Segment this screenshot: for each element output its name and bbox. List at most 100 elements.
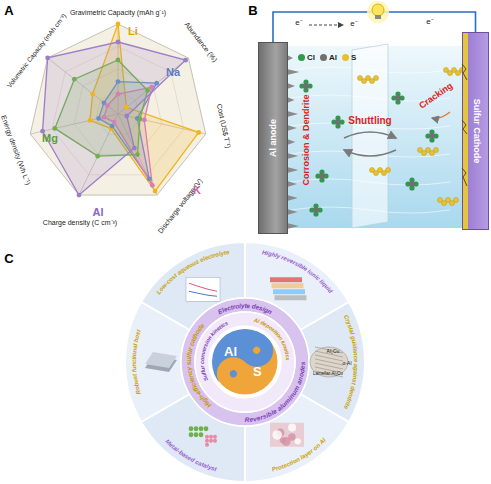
yin-dot	[252, 345, 262, 355]
element-symbol: S	[253, 365, 262, 378]
element-symbol: Al	[224, 345, 237, 358]
radar-point	[154, 81, 159, 86]
catalyst-particle	[204, 426, 209, 431]
crack-line	[462, 168, 467, 186]
phase-label: Lamellar Al₂Cu	[313, 372, 343, 377]
axis-label: Energy density (Wh L⁻¹)	[0, 114, 32, 186]
cathode-block: Sulfur Cathode	[462, 32, 489, 230]
radar-background	[30, 24, 205, 195]
phase-label: Al₂Cu	[327, 349, 340, 354]
radar-point	[40, 129, 45, 134]
aluminum-atom	[395, 95, 401, 101]
radar-point	[116, 22, 121, 27]
sulfur-atom	[373, 75, 378, 80]
dendrite	[287, 111, 298, 117]
axis-label: Discharge voltage (V)	[157, 177, 204, 234]
radar-chart	[30, 22, 205, 198]
purple-ring	[181, 298, 309, 426]
curved-text: Metal-based catalyst	[164, 438, 218, 472]
inset-images	[145, 277, 348, 446]
series-label: Na	[166, 67, 180, 78]
catalyst-particle	[194, 426, 199, 431]
anode-block: Al anode	[258, 42, 288, 234]
bulb-base	[375, 15, 381, 19]
bulb-glass	[372, 4, 384, 16]
radar-point	[142, 118, 147, 123]
radar-point	[145, 88, 150, 93]
legend-entry: Cl	[298, 54, 315, 62]
failure-label: Shuttling	[348, 116, 391, 126]
radar-point	[116, 79, 121, 84]
sector-label: Low-cost aqueous electrolyte	[155, 249, 230, 295]
bulb-glow	[367, 1, 389, 23]
radar-point	[116, 58, 121, 63]
sector-label: Highly reversible ionic liquid	[262, 249, 334, 294]
failure-label: Cracking	[418, 81, 455, 110]
panel-letter: B	[248, 4, 257, 17]
legend-entry: S	[342, 54, 356, 62]
catalyst-particle	[213, 439, 217, 443]
axis-label: Abundance (%)	[183, 21, 218, 63]
dendrite	[287, 195, 298, 201]
wheel-text-group: Electrolyte designAl deposition kinetics…	[131, 249, 359, 473]
radar-point	[90, 91, 95, 96]
catalyst-particle	[205, 439, 209, 443]
phase-label: α-Al	[342, 361, 351, 366]
photo-blob	[280, 437, 286, 443]
overlay-group	[309, 1, 467, 186]
battery-cell	[286, 44, 465, 229]
electron-label: e⁻	[426, 18, 433, 26]
curved-text: Protection layer on Al	[271, 437, 327, 473]
sector-label: Metal-based catalyst	[164, 438, 218, 472]
electron-label: e⁻	[350, 20, 357, 28]
curved-text: Robust functional host	[131, 328, 142, 395]
aluminum-atom	[429, 133, 435, 139]
legend-text: Al	[329, 53, 337, 62]
node-label: Al anode	[269, 119, 278, 157]
catalyst-particle	[213, 435, 217, 439]
series-label: K	[193, 185, 201, 196]
radar-point	[116, 40, 121, 45]
crack-line	[462, 120, 467, 134]
failure-label: Corrosion & Dendrite	[302, 94, 311, 185]
catalyst-particle	[189, 426, 194, 431]
curved-text: High-efficiency sulfur cathode	[184, 321, 212, 409]
dendrite	[287, 153, 298, 159]
radar-point	[96, 116, 101, 121]
radar-point	[95, 154, 100, 159]
radar-point	[153, 189, 158, 194]
radar-series	[43, 42, 186, 195]
inset-layer	[275, 295, 307, 300]
legend-swatch	[342, 54, 349, 61]
catalyst-particle	[205, 435, 209, 439]
aluminum-atom	[335, 119, 341, 125]
radar-point	[45, 55, 50, 60]
series-label: Mg	[42, 133, 58, 144]
external-wire	[273, 12, 476, 42]
radar-point	[132, 146, 137, 151]
radar-point	[183, 58, 188, 63]
radar-point	[124, 114, 129, 119]
dendrite	[287, 83, 295, 89]
inset-layer	[273, 289, 305, 294]
photo-blob	[288, 424, 296, 432]
series-label: Li	[128, 26, 138, 37]
radar-point	[88, 118, 93, 123]
sector-label: Crystal guidance against dendrite	[343, 314, 359, 411]
aluminum-half	[211, 328, 279, 396]
dendrite	[287, 181, 297, 187]
dendrite	[287, 223, 299, 229]
curved-text: Highly reversible ionic liquid	[262, 249, 334, 294]
sulfur-atom	[433, 147, 438, 152]
axis-label: Cost (US$ T⁻¹)	[216, 103, 232, 149]
axis-label: Gravimetric Capacity (mAh g⁻¹)	[70, 9, 166, 16]
yin-yang-group	[211, 328, 279, 396]
sector-label: Robust functional host	[131, 328, 142, 395]
photo-blob	[288, 433, 295, 440]
legend-swatch	[298, 54, 305, 61]
inset-layer	[270, 277, 302, 282]
radar-point	[138, 117, 143, 122]
crack-line	[462, 64, 467, 80]
